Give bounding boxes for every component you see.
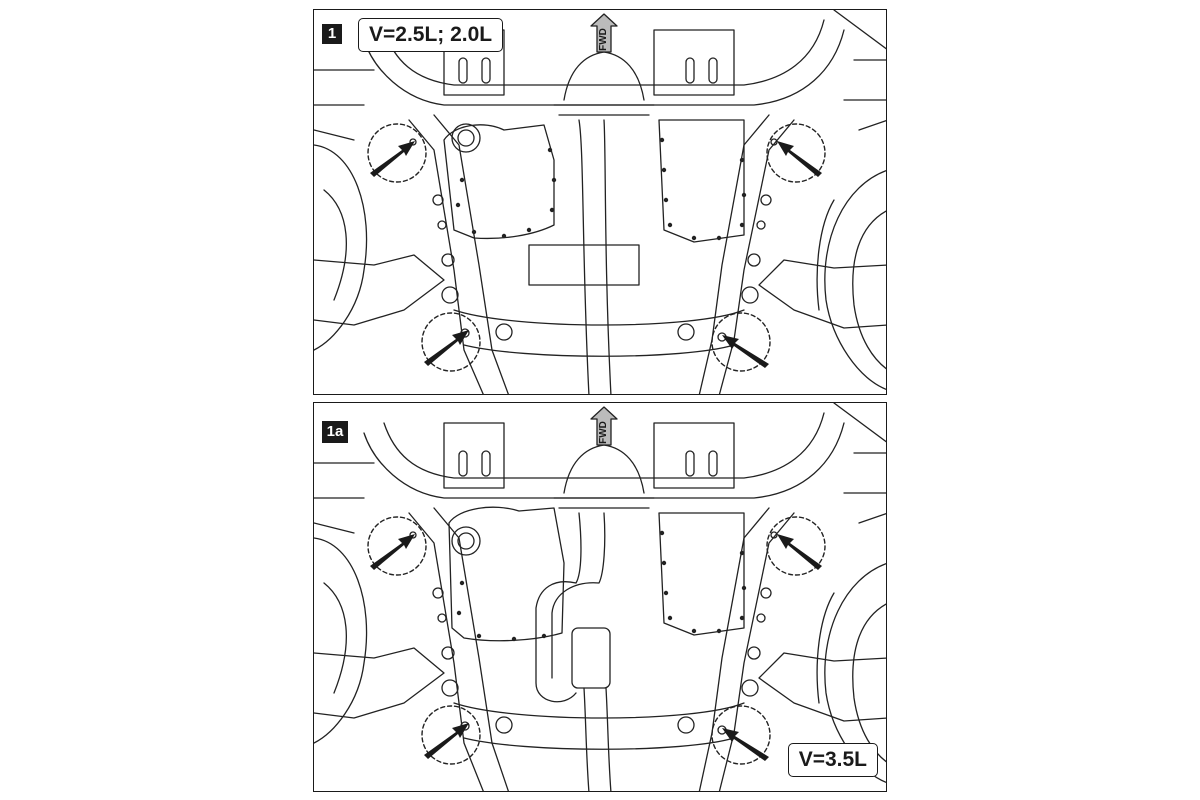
body-lines-left	[314, 462, 375, 534]
oil-pan-left	[443, 124, 555, 240]
drain-plug	[451, 526, 481, 556]
engine-spec-label: V=3.5L	[787, 743, 878, 777]
engine-spec-label: V=2.5L; 2.0L	[358, 18, 504, 52]
callout-rear-left	[421, 705, 481, 765]
fwd-label: FWD	[597, 28, 609, 51]
pan-bolts	[456, 530, 747, 642]
right-rail-inner	[698, 507, 770, 791]
arrow-front-left	[370, 534, 415, 570]
right-rail-outer	[718, 119, 795, 394]
arrow-rear-right	[722, 728, 769, 761]
oil-pan-left	[448, 506, 565, 642]
drain-plug	[451, 123, 481, 153]
right-tire	[824, 170, 886, 390]
panel-number-badge: 1a	[322, 421, 348, 443]
bracket-left	[443, 422, 505, 489]
right-control-arm	[758, 259, 886, 329]
rear-crossmember-lower	[463, 737, 735, 750]
body-lines-left	[314, 69, 375, 141]
arrow-front-right	[777, 534, 822, 570]
callout-bolts	[409, 138, 778, 342]
center-mount	[563, 51, 645, 101]
arrow-rear-left	[424, 723, 469, 759]
fwd-label: FWD	[597, 421, 609, 444]
fwd-arrow	[590, 406, 618, 446]
underbody-drawing	[314, 10, 886, 394]
right-rail-inner	[698, 114, 770, 394]
left-rail-outer	[408, 119, 484, 394]
right-rail-outer	[718, 512, 795, 791]
callout-front-right	[766, 123, 826, 183]
center-mount	[563, 444, 645, 494]
arrow-rear-right	[722, 335, 769, 368]
front-crossmember	[363, 29, 845, 106]
rail-holes	[432, 587, 772, 697]
left-tire-inner	[323, 189, 347, 301]
callout-front-left	[367, 516, 427, 576]
callout-rear-left	[421, 312, 481, 372]
bracket-right	[653, 29, 735, 96]
exhaust-y-pipe-inner	[551, 512, 606, 679]
left-control-arm	[314, 647, 445, 719]
body-lines-right	[833, 403, 886, 524]
rear-crossmember-lower	[463, 344, 735, 357]
diagram-panel-1a: 1a V=3.5L FWD	[313, 402, 887, 792]
left-rail-outer	[408, 512, 484, 791]
callout-front-right	[766, 516, 826, 576]
right-hub	[816, 199, 835, 311]
center-plate	[553, 497, 655, 509]
left-tire	[314, 144, 368, 351]
left-tire	[314, 537, 368, 744]
front-crossmember-inner	[383, 412, 825, 479]
rear-crossmember	[453, 702, 745, 719]
right-tire-inner	[852, 210, 886, 370]
slot	[458, 57, 468, 84]
callout-arrows	[370, 141, 822, 368]
panel-number-badge: 1	[322, 24, 342, 44]
subframe-center	[528, 244, 640, 286]
exhaust-pipe	[578, 119, 590, 394]
exhaust-pipe	[583, 687, 612, 791]
bracket-right	[653, 422, 735, 489]
slot	[708, 57, 718, 84]
slot	[481, 57, 491, 84]
callout-bolts	[409, 531, 778, 735]
pan-bolts	[455, 137, 747, 241]
left-rail-inner	[433, 507, 510, 791]
arrow-front-left	[370, 141, 415, 177]
fwd-arrow	[590, 13, 618, 53]
center-plate	[553, 104, 655, 116]
right-tire-inner	[852, 603, 886, 763]
bolt-callouts	[367, 516, 826, 765]
exhaust-pipe-2	[603, 119, 612, 394]
left-rail-inner	[433, 114, 509, 394]
catalytic-converter	[571, 627, 611, 689]
arrow-rear-left	[424, 330, 469, 366]
callout-rear-right	[711, 705, 771, 765]
callout-front-left	[367, 123, 427, 183]
bolt-callouts	[367, 123, 826, 372]
arrow-front-right	[777, 141, 822, 177]
left-tire-inner	[323, 582, 347, 694]
right-hub	[816, 592, 835, 704]
slot	[685, 57, 695, 84]
body-lines-right	[833, 10, 886, 131]
front-crossmember	[363, 422, 845, 499]
right-control-arm	[758, 652, 886, 722]
left-control-arm	[314, 254, 445, 326]
underbody-drawing	[314, 403, 886, 791]
diagram-panel-1: 1 V=2.5L; 2.0L FWD	[313, 9, 887, 395]
callout-rear-right	[711, 312, 771, 372]
rail-holes	[432, 194, 772, 304]
rear-crossmember	[453, 309, 745, 326]
exhaust-y-pipe	[535, 512, 582, 703]
callout-arrows	[370, 534, 822, 761]
front-crossmember-inner	[383, 19, 825, 86]
